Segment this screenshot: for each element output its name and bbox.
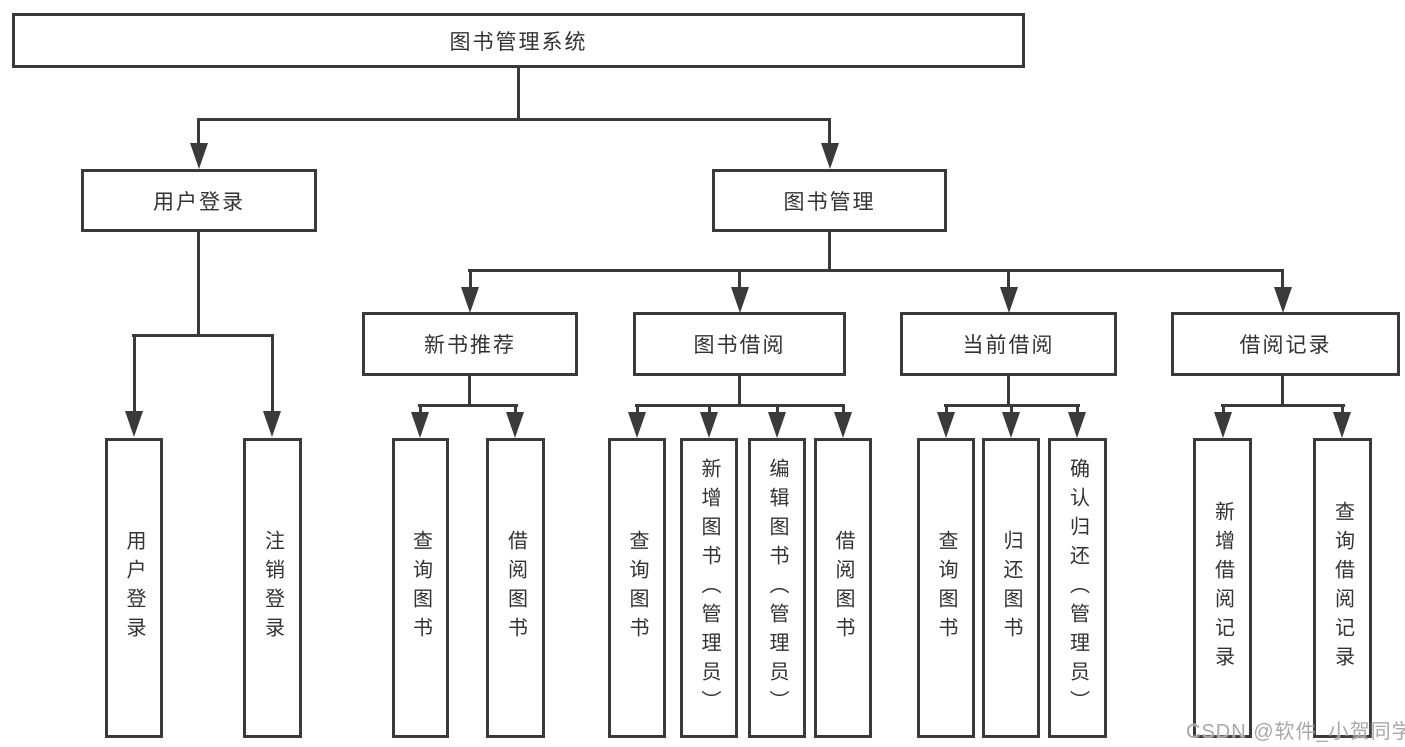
arrow-down-icon (821, 143, 839, 169)
arrow-down-icon (461, 287, 479, 313)
connector-root-hline (197, 118, 831, 121)
connector-shaft (1281, 269, 1284, 289)
connector-vline (738, 374, 741, 406)
node-rec-query-books: 查询图书 (392, 438, 449, 738)
arrow-down-icon (1333, 412, 1351, 438)
node-current-borrow: 当前借阅 (900, 312, 1117, 376)
node-book-borrow: 图书借阅 (633, 312, 846, 376)
connector-shaft (514, 404, 517, 414)
connector-shaft (738, 269, 741, 289)
node-bb-borrow-books: 借阅图书 (814, 438, 872, 738)
node-user-login-label: 用户登录 (153, 190, 245, 214)
arrow-down-icon (700, 412, 718, 438)
node-br-add-borrow-record: 新增借阅记录 (1193, 438, 1252, 738)
node-book-management-label: 图书管理 (783, 190, 876, 214)
node-br-query-borrow-record-label: 查询借阅记录 (1331, 501, 1354, 675)
node-rec-borrow-books: 借阅图书 (486, 438, 545, 738)
node-book-borrow-label: 图书借阅 (693, 334, 786, 357)
connector-shaft (1222, 404, 1225, 414)
connector-vline (1007, 374, 1010, 406)
connector-hline (418, 404, 518, 407)
node-new-book-recommend: 新书推荐 (362, 312, 578, 376)
node-cb-return-books-label: 归还图书 (1000, 530, 1022, 646)
node-rec-query-books-label: 查询图书 (409, 530, 432, 646)
node-bb-add-books-admin-label: 新增图书（管理员） (698, 457, 720, 719)
node-bb-query-books: 查询图书 (608, 438, 666, 738)
connector-book-mgmt-vline (828, 230, 831, 272)
node-cb-confirm-return-admin-label: 确认归还（管理员） (1066, 457, 1089, 719)
connector-hline (1221, 404, 1345, 407)
node-user-login: 用户登录 (81, 169, 317, 232)
node-root: 图书管理系统 (12, 13, 1025, 68)
arrow-down-icon (125, 411, 143, 437)
connector-shaft (776, 404, 779, 414)
connector-shaft (271, 334, 274, 413)
node-borrow-records: 借阅记录 (1171, 312, 1400, 376)
arrow-down-icon (1214, 412, 1232, 438)
arrow-down-icon (263, 411, 281, 437)
connector-book-mgmt-shaft (828, 118, 831, 145)
connector-user-login-shaft (197, 118, 200, 145)
arrow-down-icon (411, 412, 429, 438)
connector-user-login-vline (197, 230, 200, 337)
arrow-down-icon (1068, 412, 1086, 438)
connector-shaft (469, 269, 472, 289)
node-rec-borrow-books-label: 借阅图书 (504, 530, 527, 646)
connector-hline (635, 404, 845, 407)
node-bb-edit-books-admin-label: 编辑图书（管理员） (766, 457, 788, 719)
node-cb-query-books-label: 查询图书 (935, 530, 957, 646)
connector-shaft (1007, 269, 1010, 289)
node-cb-query-books: 查询图书 (917, 438, 975, 738)
node-cb-return-books: 归还图书 (982, 438, 1040, 738)
connector-shaft (1341, 404, 1344, 414)
connector-vline (1281, 374, 1284, 406)
node-new-book-recommend-label: 新书推荐 (424, 334, 516, 357)
arrow-down-icon (937, 412, 955, 438)
arrow-down-icon (190, 143, 208, 169)
arrow-down-icon (1274, 287, 1292, 313)
connector-shaft (636, 404, 639, 414)
connector-vline (468, 374, 471, 406)
connector-book-mgmt-hline (468, 269, 1284, 272)
node-book-management: 图书管理 (712, 169, 947, 232)
node-logout: 注销登录 (243, 438, 302, 738)
connector-shaft (945, 404, 948, 414)
node-bb-add-books-admin: 新增图书（管理员） (680, 438, 738, 738)
arrow-down-icon (768, 412, 786, 438)
node-bb-query-books-label: 查询图书 (626, 530, 648, 646)
arrow-down-icon (628, 412, 646, 438)
node-borrow-records-label: 借阅记录 (1239, 334, 1332, 357)
arrow-down-icon (834, 412, 852, 438)
node-user-login-action-label: 用户登录 (123, 530, 145, 646)
arrow-down-icon (1000, 287, 1018, 313)
node-root-label: 图书管理系统 (449, 30, 588, 54)
node-br-query-borrow-record: 查询借阅记录 (1313, 438, 1372, 738)
connector-shaft (842, 404, 845, 414)
connector-shaft (419, 404, 422, 414)
connector-shaft (1076, 404, 1079, 414)
arrow-down-icon (1002, 412, 1020, 438)
node-br-add-borrow-record-label: 新增借阅记录 (1211, 501, 1234, 675)
connector-root-vline (517, 66, 520, 120)
csdn-watermark: CSDN @软件_小贺同学 (1186, 721, 1405, 743)
connector-shaft (1010, 404, 1013, 414)
node-logout-label: 注销登录 (261, 530, 284, 646)
arrow-down-icon (506, 412, 524, 438)
connector-shaft (133, 334, 136, 413)
node-current-borrow-label: 当前借阅 (962, 334, 1055, 357)
node-user-login-action: 用户登录 (105, 438, 163, 738)
node-bb-edit-books-admin: 编辑图书（管理员） (748, 438, 806, 738)
connector-shaft (708, 404, 711, 414)
node-bb-borrow-books-label: 借阅图书 (832, 530, 854, 646)
node-cb-confirm-return-admin: 确认归还（管理员） (1048, 438, 1107, 738)
connector-user-login-hline (132, 334, 274, 337)
arrow-down-icon (731, 287, 749, 313)
